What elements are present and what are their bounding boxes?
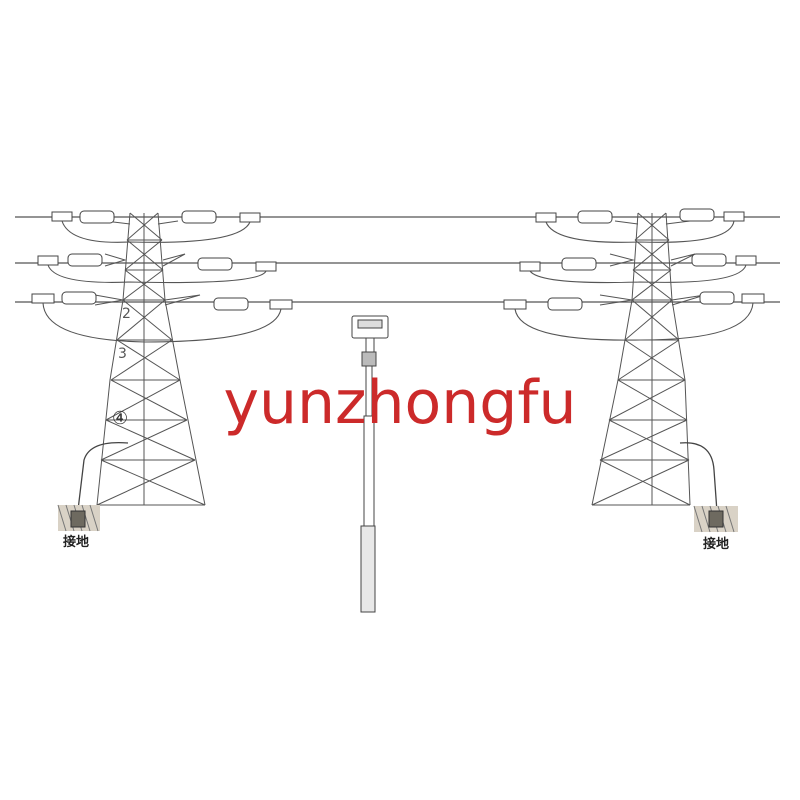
ground-label-left: 接地: [63, 534, 89, 550]
watermark-text: yunzhongfu: [223, 368, 577, 438]
insulator: [67, 253, 103, 267]
clamp: [519, 261, 541, 272]
clamp: [741, 293, 765, 304]
callout-4: ④: [112, 408, 128, 429]
clamp: [535, 212, 557, 223]
right-tower: [591, 212, 706, 506]
clamp: [503, 299, 527, 310]
ground-leads: [77, 441, 718, 513]
right-insulators: [503, 208, 765, 311]
callout-3: 3: [118, 346, 127, 362]
left-insulators: [31, 210, 293, 311]
clamp: [723, 211, 745, 222]
clamp: [37, 255, 59, 266]
clamp: [255, 261, 277, 272]
clamp: [31, 293, 55, 304]
insulator: [547, 297, 583, 311]
insulator: [61, 291, 97, 305]
insulator: [577, 210, 613, 224]
insulator: [213, 297, 249, 311]
ground-symbol-right: [693, 505, 738, 533]
clamp: [239, 212, 261, 223]
ground-label-right: 接地: [703, 536, 729, 552]
insulator: [197, 257, 233, 271]
left-tower: [94, 212, 206, 506]
insulator: [691, 253, 727, 267]
insulator: [699, 291, 735, 305]
callout-2: 2: [122, 306, 131, 322]
clamp: [735, 255, 757, 266]
insulator: [181, 210, 217, 224]
hot-stick-tool: [351, 315, 389, 613]
clamp: [269, 299, 293, 310]
clamp: [51, 211, 73, 222]
insulator: [561, 257, 597, 271]
ground-symbol-left: [57, 504, 100, 532]
insulator: [79, 210, 115, 224]
insulator: [679, 208, 715, 222]
jumper-loops: [42, 220, 754, 343]
conductor-lines: [15, 216, 780, 303]
